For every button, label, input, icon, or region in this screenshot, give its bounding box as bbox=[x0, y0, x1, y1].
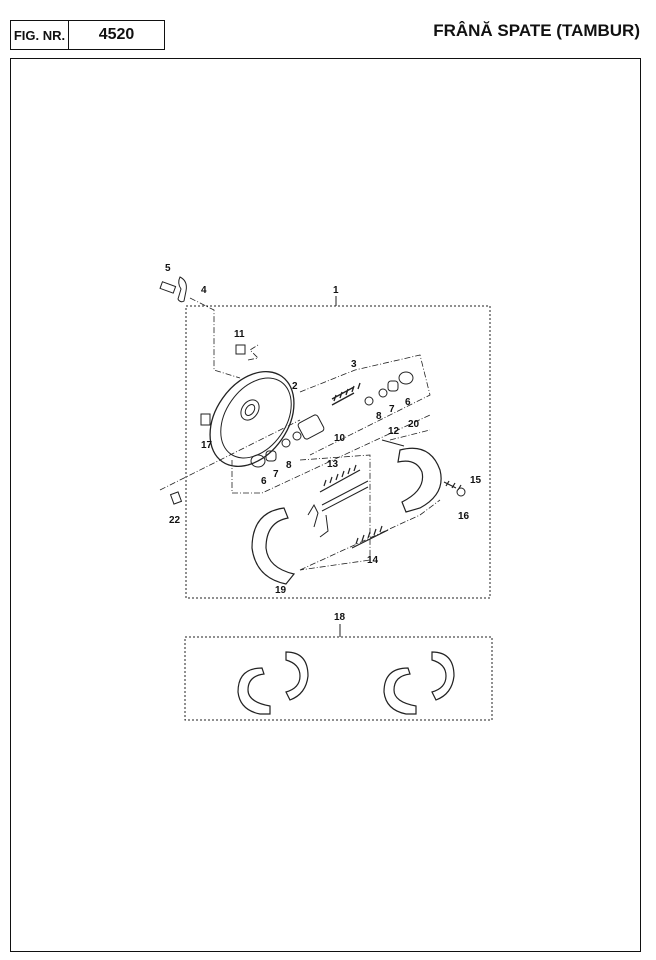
callout-6-left: 6 bbox=[261, 476, 267, 487]
callout-5: 5 bbox=[165, 263, 171, 274]
parking-lever bbox=[307, 503, 329, 538]
page-title: FRÂNĂ SPATE (TAMBUR) bbox=[433, 21, 640, 40]
assembly-box-18 bbox=[184, 636, 493, 721]
brake-shoe-part-20 bbox=[397, 447, 442, 513]
retainer-part-16 bbox=[456, 487, 466, 497]
callout-11: 11 bbox=[234, 329, 245, 340]
callout-17: 17 bbox=[201, 440, 213, 451]
callout-12: 12 bbox=[388, 426, 400, 437]
callout-22: 22 bbox=[169, 515, 181, 526]
bolt-part-22 bbox=[169, 491, 183, 505]
spring-part-14 bbox=[351, 525, 389, 549]
callout-15: 15 bbox=[470, 475, 482, 486]
callout-8: 8 bbox=[376, 411, 382, 422]
brake-shoe-set-part-18 bbox=[237, 651, 455, 715]
callout-3: 3 bbox=[351, 359, 357, 370]
callout-16: 16 bbox=[458, 511, 470, 522]
callout-1: 1 bbox=[333, 285, 339, 296]
figure-number: 4520 bbox=[98, 26, 135, 43]
callout-20: 20 bbox=[408, 419, 420, 430]
callout-6: 6 bbox=[405, 397, 411, 408]
callout-7: 7 bbox=[389, 404, 395, 415]
callout-4: 4 bbox=[201, 285, 207, 296]
diagram-frame bbox=[10, 58, 641, 952]
bolt-part-17 bbox=[200, 413, 211, 426]
assembly-box-1 bbox=[185, 305, 491, 599]
spring-part-15 bbox=[443, 480, 462, 491]
callout-13: 13 bbox=[327, 459, 339, 470]
bolt-part-11 bbox=[235, 344, 246, 355]
backing-plate-part-2 bbox=[209, 371, 295, 467]
spring-part-13 bbox=[319, 464, 361, 493]
callout-18: 18 bbox=[334, 612, 346, 623]
adjuster-strut bbox=[321, 480, 369, 512]
figure-label: FIG. NR. bbox=[11, 21, 69, 49]
wheel-cylinder-part-3 bbox=[250, 371, 414, 468]
callout-10: 10 bbox=[334, 433, 346, 444]
callout-14: 14 bbox=[367, 555, 379, 566]
figure-number-box: FIG. NR. 4520 bbox=[10, 20, 165, 50]
brake-shoe-part-19 bbox=[251, 507, 296, 585]
callout-2: 2 bbox=[292, 381, 298, 392]
callout-7-left: 7 bbox=[273, 469, 279, 480]
bleeder-screw-part-5 bbox=[159, 276, 187, 303]
callout-8-left: 8 bbox=[286, 460, 292, 471]
pin-part-12 bbox=[381, 439, 405, 447]
callout-19: 19 bbox=[275, 585, 287, 596]
